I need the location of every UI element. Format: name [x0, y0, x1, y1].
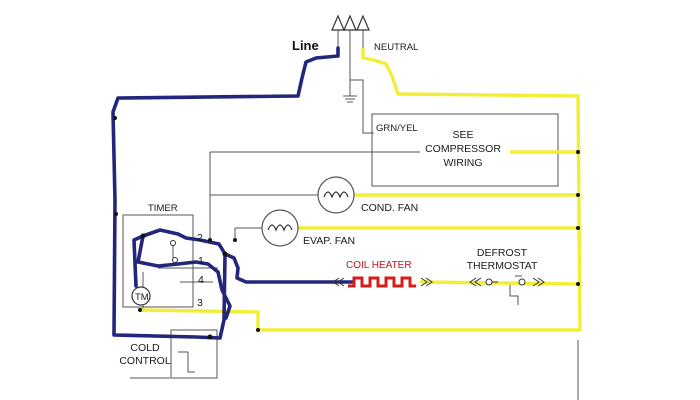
coil-heater-icon	[348, 276, 416, 288]
compressor-label-2: COMPRESSOR	[425, 143, 501, 155]
compressor-label-3: WIRING	[443, 157, 482, 169]
cold-control-label-2: CONTROL	[119, 355, 170, 367]
cond-fan-label: COND. FAN	[361, 202, 418, 214]
timer-motor-icon	[131, 286, 151, 306]
defrost-thermostat-icon	[485, 278, 526, 286]
schematic-lines	[122, 30, 579, 400]
neutral-wire	[139, 48, 582, 332]
defrost-label-2: THERMOSTAT	[467, 260, 538, 272]
terminal-4-label: 4	[198, 274, 204, 286]
cond-fan-icon	[317, 176, 355, 214]
evap-fan-label: EVAP. FAN	[303, 235, 355, 247]
defrost-label-1: DEFROST	[477, 247, 528, 259]
terminal-3-label: 3	[197, 297, 203, 309]
timer-contacts	[170, 240, 178, 263]
terminal-1-label: 1	[198, 255, 204, 267]
terminal-2-label: 2	[197, 232, 203, 244]
timer-label: TIMER	[148, 203, 178, 214]
coil-heater-label: COIL HEATER	[346, 260, 412, 271]
connector-arrows	[332, 277, 545, 287]
line-label: Line	[292, 38, 319, 53]
cold-control-label-1: COLD	[130, 342, 160, 354]
compressor-label-1: SEE	[452, 129, 473, 141]
junction-dots	[113, 116, 580, 340]
neutral-label: NEUTRAL	[374, 42, 418, 53]
evap-fan-icon	[261, 209, 299, 247]
grn-yel-label: GRN/YEL	[376, 123, 418, 134]
tm-label: TM	[135, 292, 149, 303]
power-plug-icon	[331, 14, 370, 31]
